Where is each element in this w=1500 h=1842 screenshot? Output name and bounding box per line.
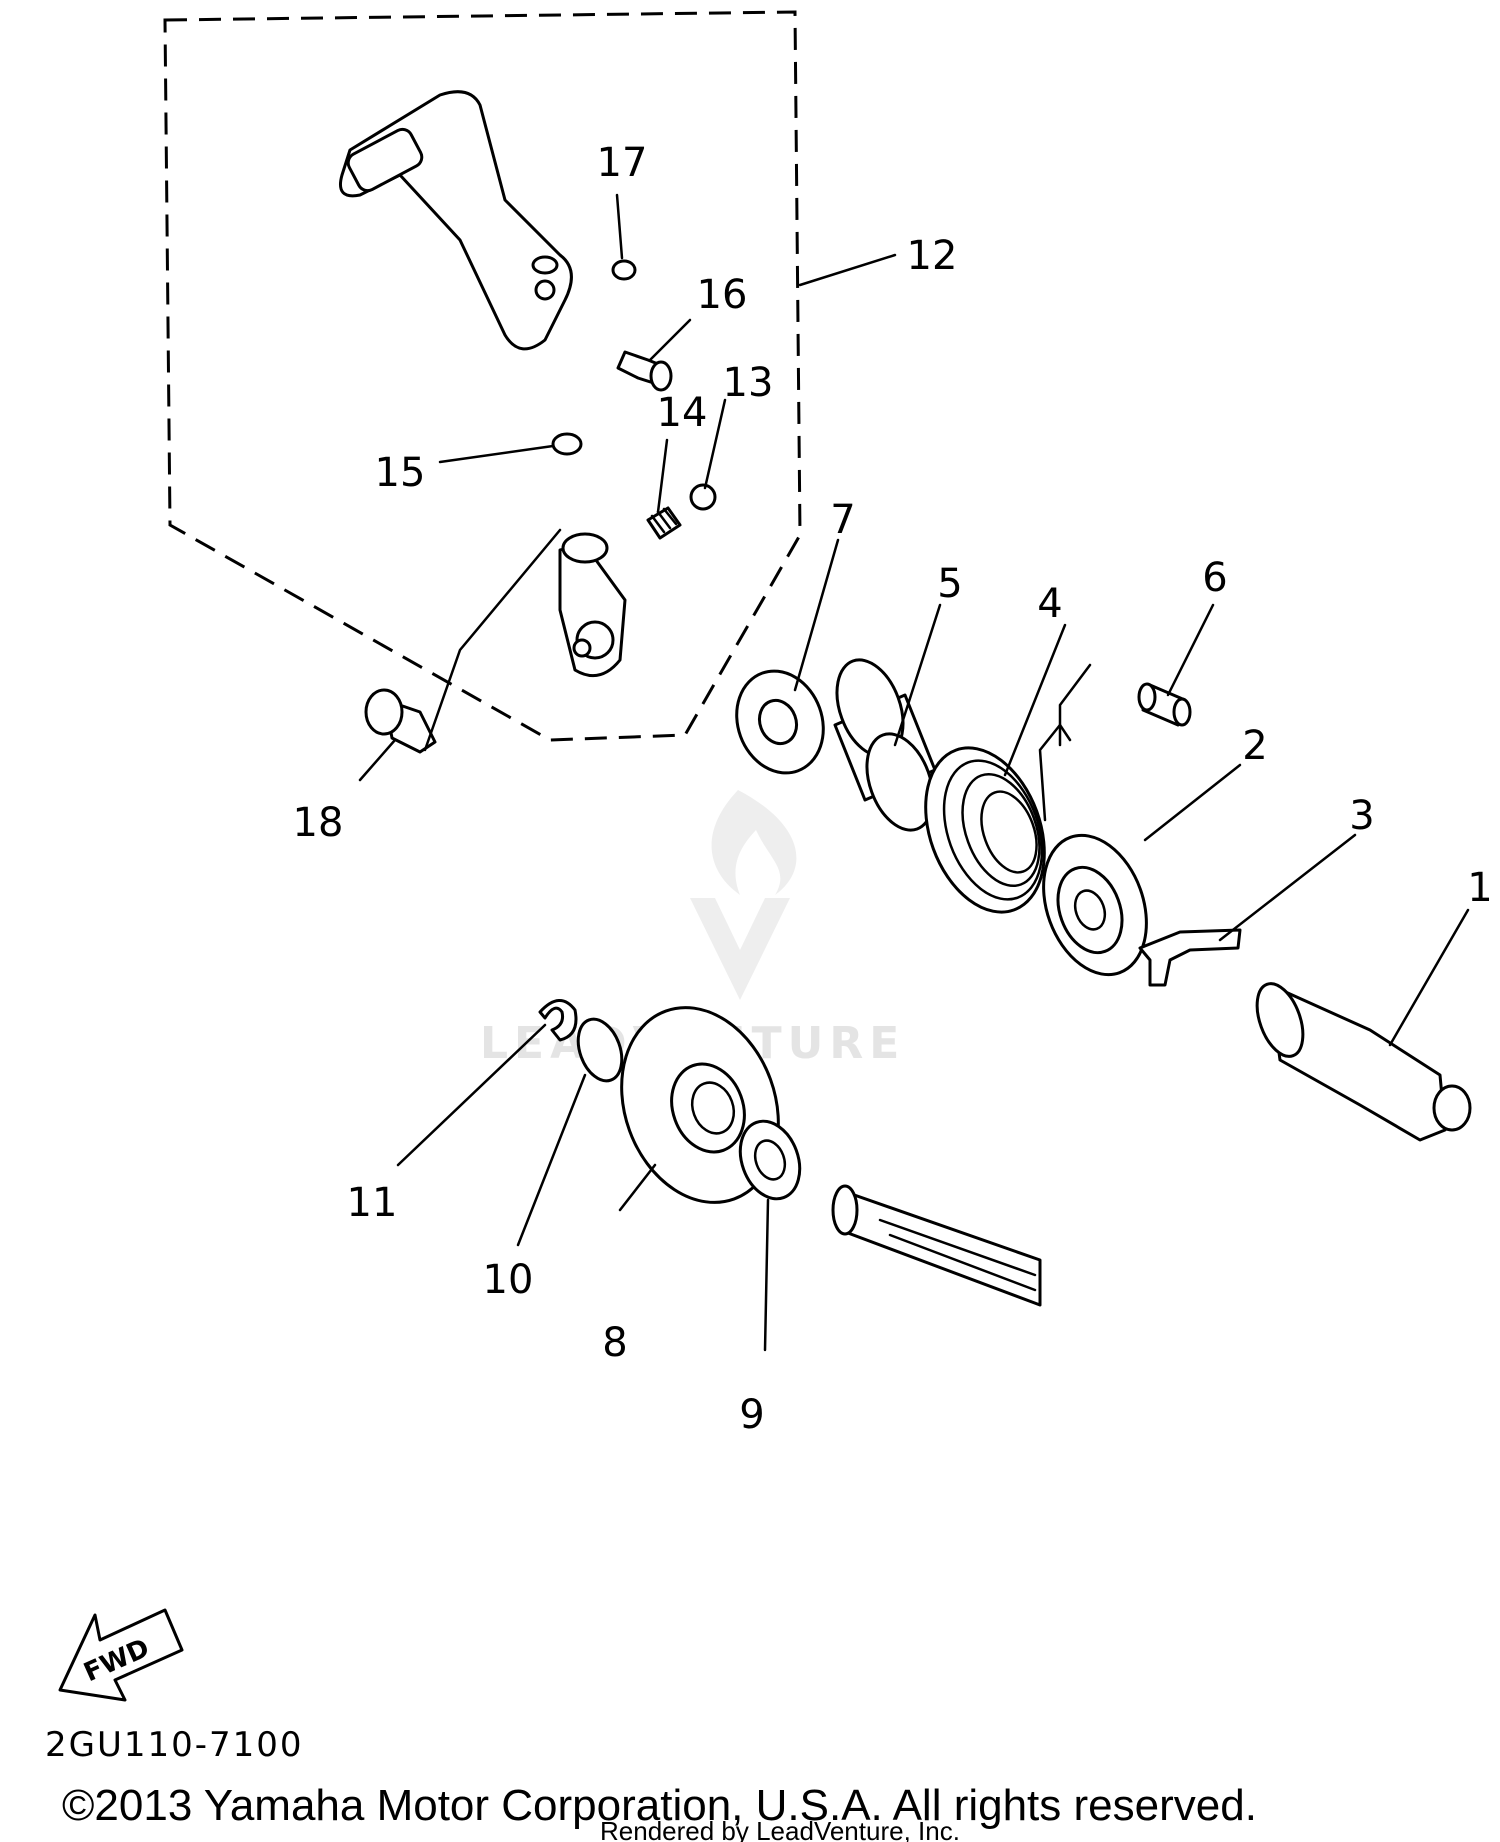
- circlip-11: [538, 999, 578, 1042]
- washer-9: [738, 1119, 802, 1201]
- flame-logo-icon: [711, 790, 797, 895]
- callout-1: 1: [1467, 865, 1492, 911]
- nut-17: [611, 259, 637, 281]
- callout-17: 17: [597, 140, 648, 186]
- callout-15: 15: [375, 450, 426, 496]
- callout-5: 5: [937, 561, 962, 607]
- rendered-by: Rendered by LeadVenture, Inc.: [600, 1816, 960, 1842]
- callout-2: 2: [1242, 723, 1267, 769]
- bolt-18: [364, 688, 437, 754]
- ball-13: [689, 483, 717, 511]
- fwd-arrow: FWD: [58, 1608, 184, 1702]
- callout-4: 4: [1037, 581, 1062, 627]
- callout-14: 14: [657, 390, 708, 436]
- callout-3: 3: [1349, 793, 1374, 839]
- circlip-15: [551, 432, 583, 456]
- callout-11: 11: [347, 1180, 398, 1226]
- callout-8: 8: [602, 1320, 627, 1366]
- assembly-boundary: [163, 10, 802, 742]
- kick-crank-lever: [339, 90, 573, 351]
- leader-lines: [358, 193, 1470, 1352]
- callout-7: 7: [830, 497, 855, 543]
- callout-12: 12: [907, 233, 958, 279]
- spring-14: [646, 506, 682, 540]
- torsion-spring-4: [924, 722, 1072, 914]
- callout-16: 16: [697, 272, 748, 318]
- callout-13: 13: [723, 360, 774, 406]
- callout-6: 6: [1202, 555, 1227, 601]
- washer-10: [576, 1017, 624, 1083]
- pin-6: [1137, 682, 1192, 727]
- callout-10: 10: [483, 1257, 534, 1303]
- main-axle: [831, 1184, 1042, 1307]
- kick-boss: [558, 532, 627, 678]
- v-logo-icon: [690, 898, 790, 1000]
- callout-9: 9: [739, 1392, 764, 1438]
- copyright-notice: ©2013 Yamaha Motor Corporation, U.S.A. A…: [62, 1781, 1257, 1830]
- kick-axle-1: [1255, 982, 1472, 1142]
- clip-3: [1138, 928, 1242, 987]
- screw-16: [616, 350, 673, 392]
- collar-5: [833, 658, 937, 832]
- bearing-7: [735, 669, 825, 775]
- ratchet-wheel-2: [1042, 833, 1148, 977]
- drawing-code: 2GU110-7100: [45, 1725, 304, 1765]
- callout-labels: 1 2 3 4 5 6 7 8 9 10 11 12 13 14 15 16 1…: [293, 140, 1493, 1438]
- callout-18: 18: [293, 800, 344, 846]
